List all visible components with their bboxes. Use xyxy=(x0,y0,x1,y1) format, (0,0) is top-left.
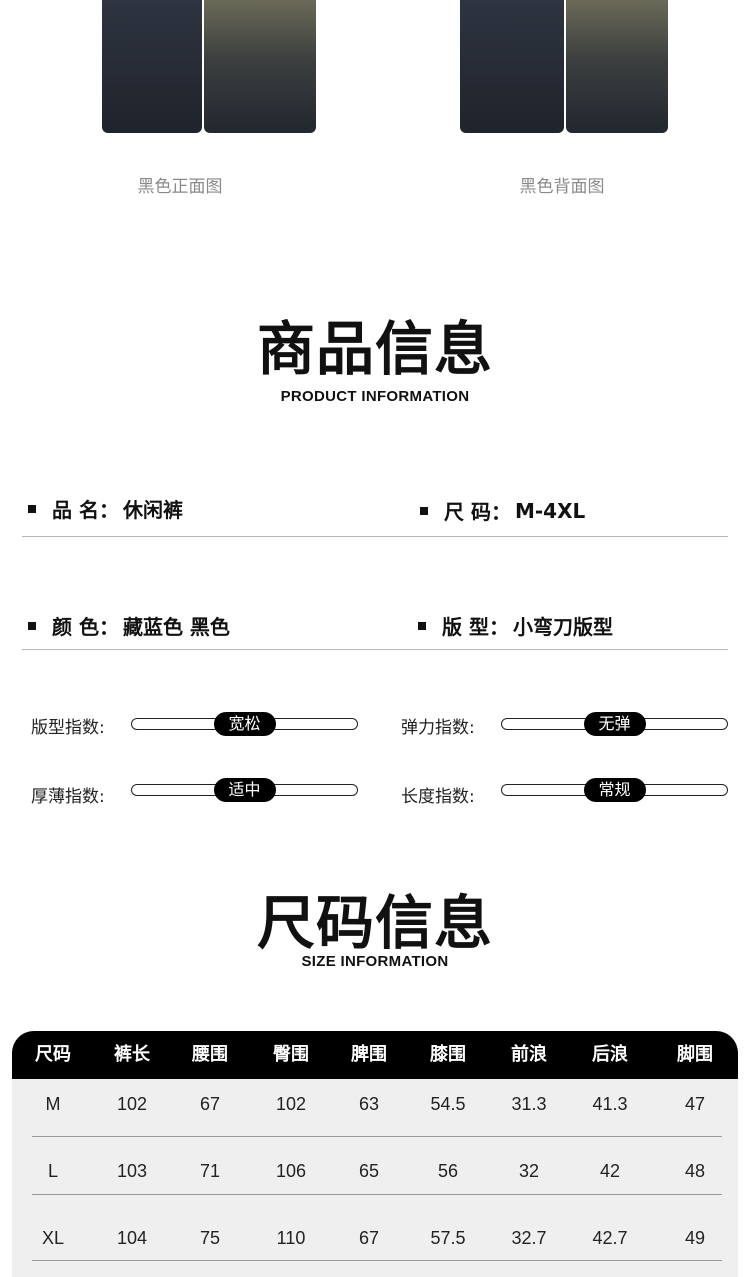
bullet-square-icon xyxy=(418,621,426,630)
table-row: M 102 67 102 63 54.5 31.3 41.3 47 xyxy=(12,1094,738,1115)
table-cell: 54.5 xyxy=(430,1094,466,1114)
size-info-title: 尺码信息 xyxy=(256,889,493,957)
index-track-length: 常规 xyxy=(501,778,728,802)
table-cell: 42.7 xyxy=(592,1228,628,1248)
bullet-square-icon xyxy=(420,506,428,515)
table-cell: 71 xyxy=(199,1161,221,1181)
field-value: 小弯刀版型 xyxy=(512,615,613,639)
table-cell: 103 xyxy=(116,1161,148,1181)
pant-leg-left xyxy=(102,0,202,133)
table-cell: 67 xyxy=(199,1094,221,1114)
column-header: 后浪 xyxy=(592,1044,628,1065)
index-label-fit: 版型指数: xyxy=(31,718,105,738)
field-label: 品 名： xyxy=(52,498,119,522)
column-header: 脾围 xyxy=(351,1044,387,1065)
info-field-size: 尺 码： M-4XL xyxy=(420,496,585,525)
table-cell: 75 xyxy=(199,1228,221,1248)
table-cell: XL xyxy=(41,1228,65,1248)
size-table: 尺码 裤长 腰围 臀围 脾围 膝围 前浪 后浪 脚围 M 102 67 102 63 54.5 31.3 41… xyxy=(12,1031,738,1277)
field-label: 版 型： xyxy=(442,615,509,639)
index-pill-stretch: 无弹 xyxy=(583,712,646,736)
column-header: 裤长 xyxy=(114,1044,150,1065)
index-label-length: 长度指数: xyxy=(401,787,475,807)
table-cell: 49 xyxy=(684,1228,706,1248)
column-header: 尺码 xyxy=(35,1044,71,1065)
column-header: 臀围 xyxy=(273,1044,309,1065)
table-cell: 32 xyxy=(518,1161,540,1181)
product-info-subtitle: PRODUCT INFORMATION xyxy=(280,388,470,405)
column-header: 腰围 xyxy=(192,1044,228,1065)
table-cell: 63 xyxy=(358,1094,380,1114)
column-header: 脚围 xyxy=(677,1044,713,1065)
back-caption: 黑色背面图 xyxy=(519,177,605,197)
table-cell: 41.3 xyxy=(592,1094,628,1114)
index-pill-fit: 宽松 xyxy=(213,712,276,736)
info-field-name: 品 名： 休闲裤 xyxy=(28,494,183,523)
index-track-thickness: 适中 xyxy=(131,778,358,802)
field-value: M-4XL xyxy=(514,498,586,523)
pant-leg-right xyxy=(204,0,316,133)
divider xyxy=(22,536,728,537)
field-value: 休闲裤 xyxy=(122,498,183,522)
table-cell: 102 xyxy=(275,1094,307,1114)
table-cell: 104 xyxy=(116,1228,148,1248)
index-track-fit: 宽松 xyxy=(131,712,358,736)
bullet-square-icon xyxy=(28,621,36,630)
field-label: 尺 码： xyxy=(444,500,511,524)
size-info-subtitle: SIZE INFORMATION xyxy=(301,953,449,970)
table-row: L 103 71 106 65 56 32 42 48 xyxy=(12,1161,738,1182)
field-label: 颜 色： xyxy=(52,615,119,639)
table-cell: 106 xyxy=(275,1161,307,1181)
table-cell: 57.5 xyxy=(430,1228,466,1248)
table-cell: M xyxy=(45,1094,61,1114)
row-divider xyxy=(32,1260,722,1261)
table-cell: 47 xyxy=(684,1094,706,1114)
field-value: 藏蓝色 黑色 xyxy=(122,615,230,639)
table-cell: 67 xyxy=(358,1228,380,1248)
back-photo xyxy=(456,0,670,135)
table-cell: 102 xyxy=(116,1094,148,1114)
info-field-color: 颜 色： 藏蓝色 黑色 xyxy=(28,611,230,640)
pant-leg-right xyxy=(566,0,668,133)
table-cell: 42 xyxy=(599,1161,621,1181)
row-divider xyxy=(32,1194,722,1195)
index-label-thickness: 厚薄指数: xyxy=(31,787,105,807)
index-label-stretch: 弹力指数: xyxy=(401,718,475,738)
size-table-header: 尺码 裤长 腰围 臀围 脾围 膝围 前浪 后浪 脚围 xyxy=(12,1031,738,1079)
front-photo xyxy=(96,0,320,135)
info-field-fit: 版 型： 小弯刀版型 xyxy=(418,611,613,640)
bullet-square-icon xyxy=(28,504,36,513)
product-info-title: 商品信息 xyxy=(256,315,493,383)
table-cell: 32.7 xyxy=(511,1228,547,1248)
column-header: 膝围 xyxy=(430,1044,466,1065)
divider xyxy=(22,649,728,650)
column-header: 前浪 xyxy=(511,1044,547,1065)
front-caption: 黑色正面图 xyxy=(137,177,223,197)
row-divider xyxy=(32,1136,722,1137)
table-cell: L xyxy=(47,1161,58,1181)
table-cell: 65 xyxy=(358,1161,380,1181)
index-pill-thickness: 适中 xyxy=(213,778,276,802)
index-track-stretch: 无弹 xyxy=(501,712,728,736)
table-row: XL 104 75 110 67 57.5 32.7 42.7 49 xyxy=(12,1228,738,1249)
pant-leg-left xyxy=(460,0,564,133)
table-cell: 110 xyxy=(276,1228,306,1248)
index-pill-length: 常规 xyxy=(583,778,646,802)
table-cell: 48 xyxy=(684,1161,706,1181)
table-cell: 31.3 xyxy=(511,1094,547,1114)
table-cell: 56 xyxy=(437,1161,459,1181)
